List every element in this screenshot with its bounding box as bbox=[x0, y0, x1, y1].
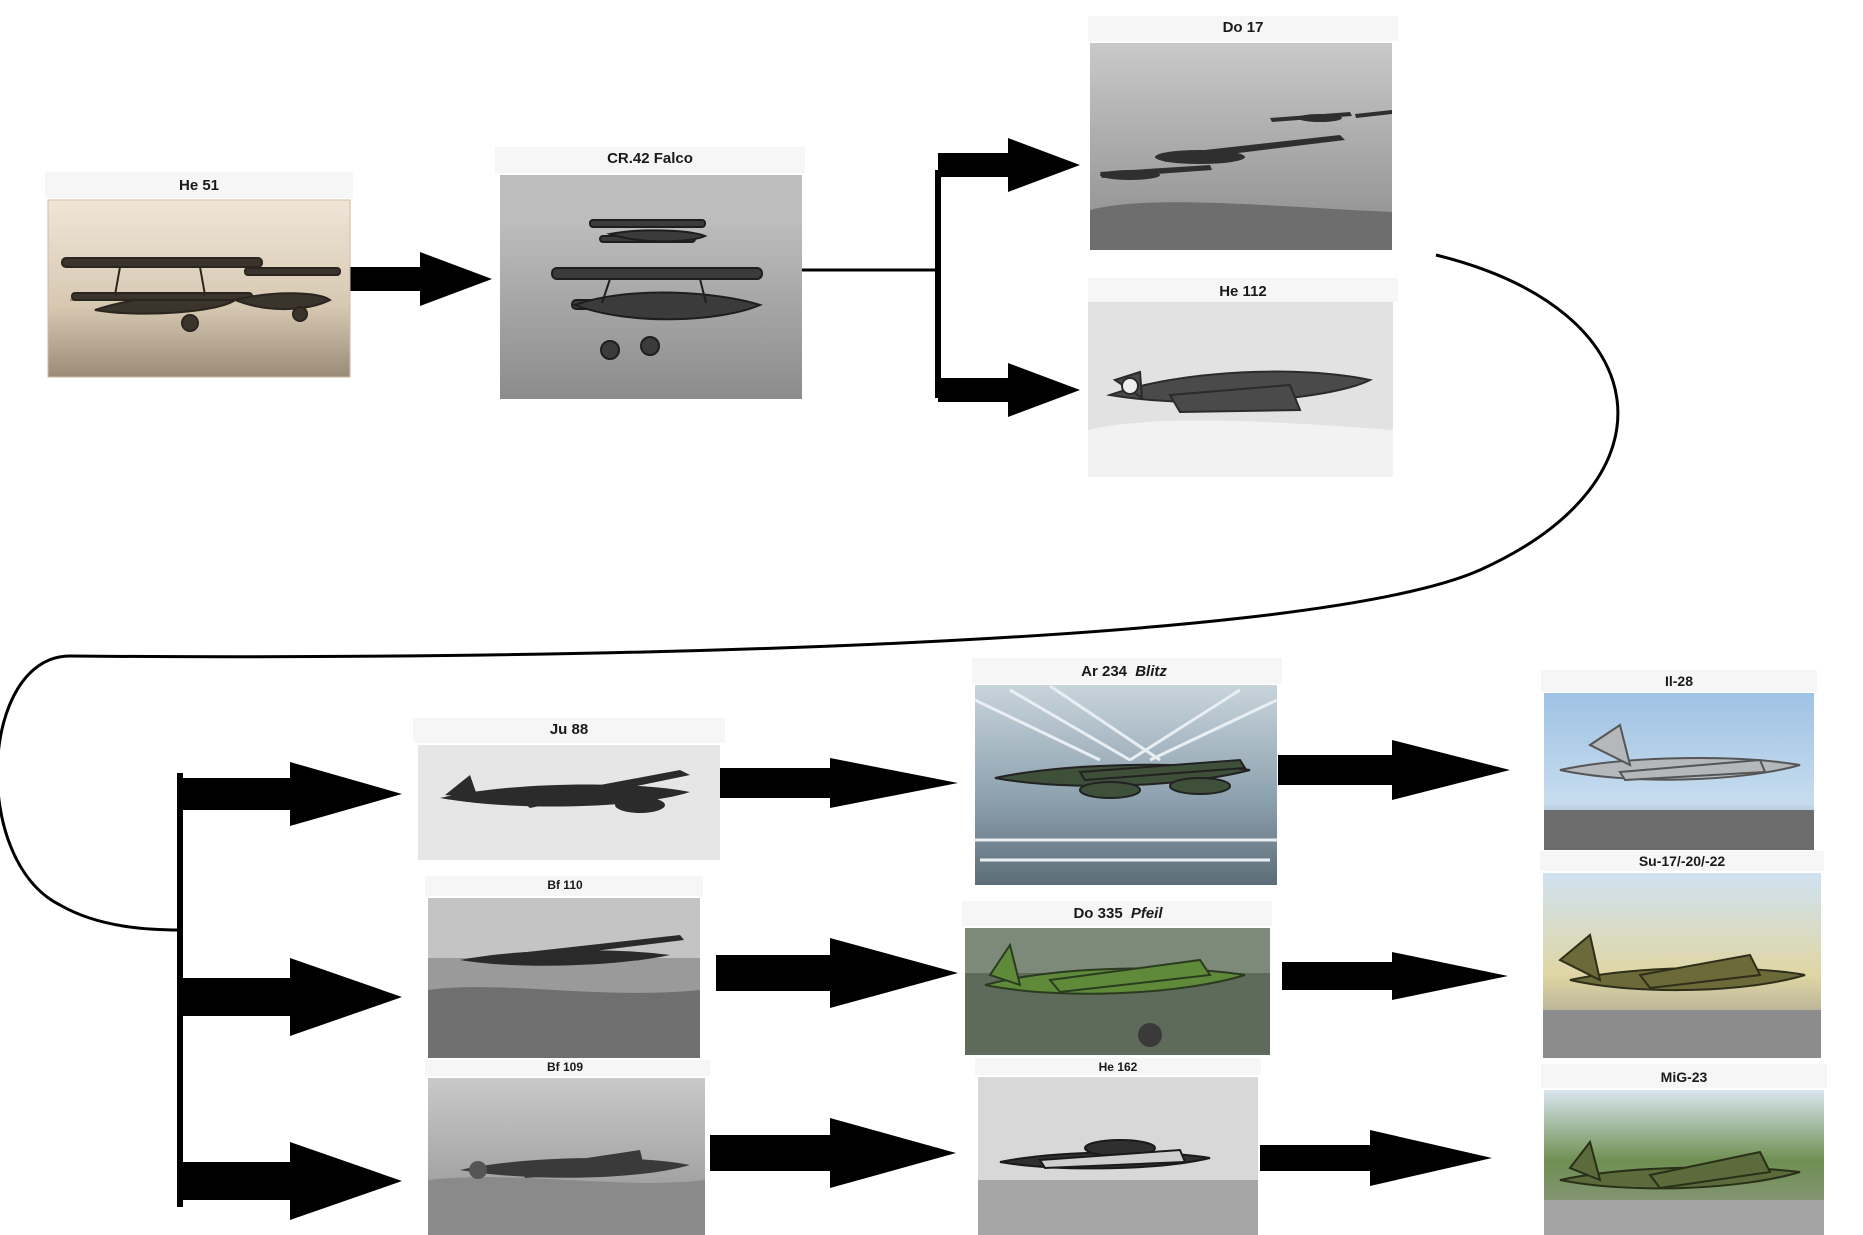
arrow-do335-to-su17 bbox=[1282, 952, 1508, 1000]
photo-il28 bbox=[1544, 693, 1814, 850]
arrow-bf109-to-he162 bbox=[710, 1118, 956, 1188]
arrow-bf110-to-do335 bbox=[716, 938, 958, 1008]
photo-su17 bbox=[1543, 873, 1821, 1058]
connectors bbox=[0, 138, 1620, 1220]
arrow-he51-to-cr42 bbox=[348, 252, 492, 306]
arrow-to-he112 bbox=[938, 363, 1080, 417]
title-do17: Do 17 bbox=[1223, 19, 1264, 36]
photo-ju88 bbox=[418, 745, 720, 860]
curve-do17-to-lower bbox=[0, 253, 1620, 932]
title-ar234: Ar 234 Blitz bbox=[1081, 663, 1167, 680]
title-su17: Su-17/-20/-22 bbox=[1639, 853, 1726, 869]
arrow-he162-to-mig23 bbox=[1260, 1130, 1492, 1186]
title-bf109: Bf 109 bbox=[547, 1060, 583, 1074]
photo-cr42 bbox=[500, 175, 802, 399]
title-he162: He 162 bbox=[1099, 1060, 1138, 1074]
titles: He 51 CR.42 Falco Do 17 He 112 Ju 88 Bf … bbox=[45, 16, 1827, 1088]
photo-he51 bbox=[47, 199, 351, 378]
title-il28: Il-28 bbox=[1665, 673, 1693, 689]
title-cr42: CR.42 Falco bbox=[607, 150, 693, 167]
title-do335: Do 335 Pfeil bbox=[1073, 905, 1163, 922]
photo-do17 bbox=[1090, 43, 1392, 250]
photo-mig23 bbox=[1544, 1090, 1824, 1235]
photo-bf110 bbox=[428, 898, 700, 1058]
arrow-ju88-to-ar234 bbox=[718, 758, 958, 808]
title-do335-suffix: Pfeil bbox=[1131, 905, 1164, 922]
title-he112: He 112 bbox=[1219, 283, 1267, 300]
title-ju88: Ju 88 bbox=[550, 721, 588, 738]
arrow-to-do17 bbox=[938, 138, 1080, 192]
arrow-to-bf109 bbox=[180, 1142, 402, 1220]
photo-bf109 bbox=[428, 1078, 705, 1235]
title-ar234-name: Ar 234 bbox=[1081, 663, 1128, 680]
arrow-to-bf110 bbox=[180, 958, 402, 1036]
arrow-to-ju88 bbox=[180, 762, 402, 826]
photo-do335 bbox=[965, 928, 1270, 1055]
title-do335-name: Do 335 bbox=[1073, 905, 1122, 922]
title-bf110: Bf 110 bbox=[547, 878, 583, 892]
title-he51: He 51 bbox=[179, 177, 219, 194]
photo-he112 bbox=[1088, 302, 1393, 477]
title-mig23: MiG-23 bbox=[1661, 1069, 1708, 1085]
arrow-ar234-to-il28 bbox=[1278, 740, 1510, 800]
title-ar234-suffix: Blitz bbox=[1135, 663, 1167, 680]
photo-he162 bbox=[978, 1077, 1258, 1235]
photo-ar234 bbox=[974, 684, 1278, 885]
